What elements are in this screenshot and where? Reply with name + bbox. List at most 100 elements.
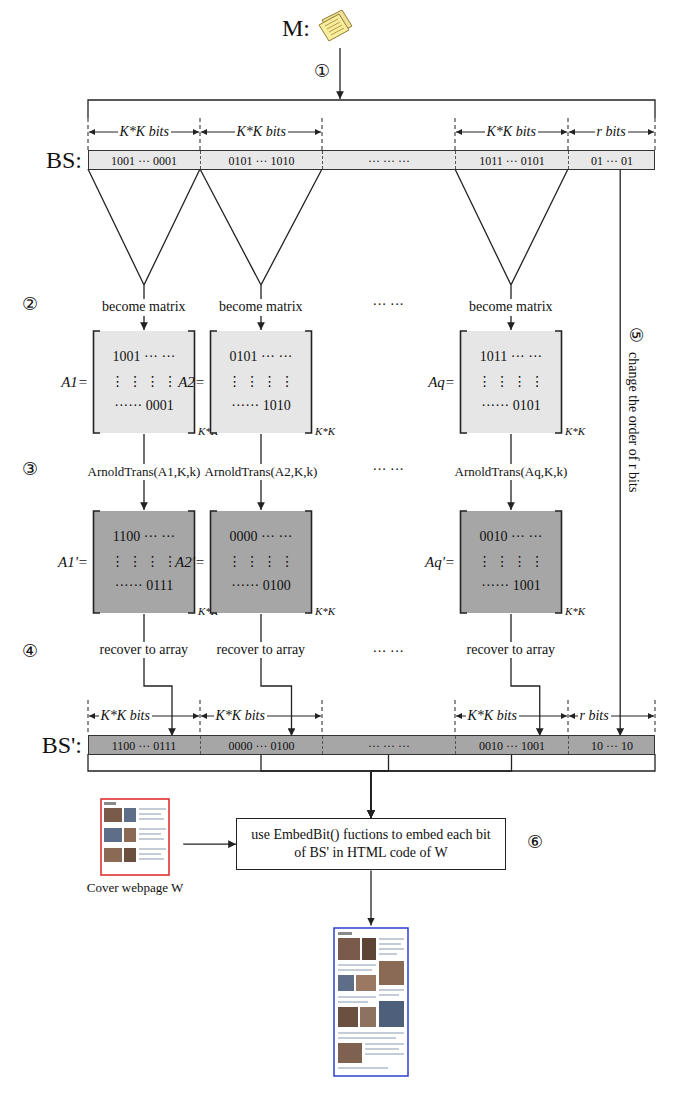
bit-text: 1100 ··· 0111 (112, 737, 177, 755)
matrix-row: 1011 ··· ··· (480, 345, 542, 370)
matrix-row: 0101 ··· ··· (230, 345, 293, 370)
bit-segment: 1011 ··· 0101 (455, 151, 568, 169)
annotation: M: (280, 14, 312, 43)
matrix-bracket-line (211, 511, 312, 613)
callout-number: ① (312, 61, 332, 83)
matrix-fill (461, 511, 561, 613)
annotation: K*K bits (99, 708, 152, 725)
connector (200, 169, 322, 330)
annotation: K*K bits (214, 708, 267, 725)
matrix-bracket-line (461, 331, 562, 433)
edge-label: ArnoldTrans(A2,K,k) (203, 464, 320, 480)
webpage-thumbnail (333, 927, 409, 1077)
webpage-picture (100, 798, 170, 876)
matrix-bracket-line (461, 511, 562, 613)
bit-segment: 0010 ··· 1001 (455, 736, 568, 754)
bit-matrix: Aq=1011 ··· ···⋮ ⋮ ⋮ ⋮······ 0101K*K (459, 330, 563, 434)
matrix-row: 1001 ··· ··· (113, 345, 176, 370)
matrix-row: ⋮ ⋮ ⋮ ⋮ (478, 550, 545, 575)
top-bracket (88, 100, 655, 118)
bit-segment: 0000 ··· 0100 (200, 736, 322, 754)
edge-label: ArnoldTrans(A1,K,k) (86, 464, 203, 480)
annotation: K*K bits (235, 124, 288, 141)
matrix-row: ······ 0100 (231, 574, 290, 599)
matrix-fill (211, 331, 311, 433)
annotation: ··· ··· (371, 644, 406, 661)
stego-webpage (333, 927, 409, 1077)
bit-segment: ··· ··· ··· (322, 736, 455, 754)
box-text: use EmbedBit() fuctions to embed each bi… (249, 826, 493, 862)
matrix-bracket-line (211, 331, 312, 433)
bit-matrix: A2=0101 ··· ···⋮ ⋮ ⋮ ⋮······ 1010K*K (209, 330, 313, 434)
bit-text: 1001 ··· 0001 (111, 152, 177, 170)
connector (261, 754, 371, 818)
bit-text: 0000 ··· 0100 (229, 737, 295, 755)
matrix-row: ······ 0111 (115, 574, 173, 599)
matrix-row: ⋮ ⋮ ⋮ ⋮ (228, 370, 295, 395)
annotation: r bits (578, 708, 611, 725)
cover-webpage: Cover webpage W (87, 798, 184, 896)
connector (183, 844, 236, 845)
edge-label: become matrix (217, 299, 305, 316)
bit-segment: 01 ··· 01 (568, 151, 655, 169)
webpage-thumbnail (100, 798, 170, 876)
annotation: ··· ··· (371, 297, 406, 314)
matrix-row: 0000 ··· ··· (230, 525, 293, 550)
stream-name: BS': (42, 732, 82, 758)
callout-number: ③ (20, 459, 40, 481)
matrix-row: ⋮ ⋮ ⋮ ⋮ (111, 550, 178, 575)
edge-label: recover to array (98, 642, 191, 659)
matrix-name: A2= (178, 374, 205, 391)
matrix-row: ⋮ ⋮ ⋮ ⋮ (111, 370, 178, 395)
bit-text: 10 ··· 10 (591, 737, 633, 755)
connector (620, 169, 621, 736)
matrix-name: Aq= (428, 374, 455, 391)
bit-text: ··· ··· ··· (368, 152, 410, 170)
document-icon (319, 10, 352, 41)
bit-text: 0101 ··· 1010 (229, 152, 295, 170)
matrix-name: A1'= (58, 554, 88, 571)
bit-segment: 10 ··· 10 (568, 736, 655, 754)
annotation: r bits (595, 124, 628, 141)
connector (88, 169, 200, 330)
bit-matrix: Aq'=0010 ··· ···⋮ ⋮ ⋮ ⋮······ 1001K*K (459, 510, 563, 614)
callout-number: ⑥ (525, 832, 545, 854)
matrix-row: ······ 0101 (481, 394, 540, 419)
connector (455, 169, 568, 330)
caption: Cover webpage W (87, 880, 184, 896)
bit-stream-bar: BS':1100 ··· 01110000 ··· 0100··· ··· ··… (88, 735, 655, 755)
matrix-fill (461, 331, 561, 433)
edge-label: ArnoldTrans(Aq,K,k) (453, 464, 570, 480)
connector (371, 754, 512, 818)
process-box: use EmbedBit() fuctions to embed each bi… (236, 818, 506, 870)
matrix-row: ⋮ ⋮ ⋮ ⋮ (228, 550, 295, 575)
callout-number: ⑤ (624, 325, 646, 345)
edge-label: become matrix (467, 299, 555, 316)
matrix-size: K*K (315, 605, 335, 617)
matrix-row: ······ 0001 (114, 394, 173, 419)
matrix-row: 0010 ··· ··· (480, 525, 543, 550)
bit-text: 1011 ··· 0101 (479, 152, 545, 170)
bit-matrix: A2'=0000 ··· ···⋮ ⋮ ⋮ ⋮······ 0100K*K (209, 510, 313, 614)
bit-text: 01 ··· 01 (591, 152, 633, 170)
matrix-row: ······ 1010 (231, 394, 290, 419)
bit-segment: ··· ··· ··· (322, 151, 455, 169)
bit-text: ··· ··· ··· (368, 737, 410, 755)
bit-text: 0010 ··· 1001 (479, 737, 545, 755)
annotation: K*K bits (466, 708, 519, 725)
edge-label: recover to array (215, 642, 308, 659)
callout-number: ④ (20, 641, 40, 663)
dimension-lines (88, 118, 655, 735)
annotation: ··· ··· (371, 462, 406, 479)
callout-number: ② (20, 294, 40, 316)
matrix-row: ······ 1001 (481, 574, 540, 599)
bit-segment: 1001 ··· 0001 (88, 151, 200, 169)
matrix-row: ⋮ ⋮ ⋮ ⋮ (478, 370, 545, 395)
matrix-row: 1100 ··· ··· (113, 525, 175, 550)
bit-segment: 1100 ··· 0111 (88, 736, 200, 754)
connector (371, 754, 389, 818)
bit-segment: 0101 ··· 1010 (200, 151, 322, 169)
bit-stream-bar: BS:1001 ··· 00010101 ··· 1010··· ··· ···… (88, 150, 655, 170)
edge-label: become matrix (100, 299, 188, 316)
